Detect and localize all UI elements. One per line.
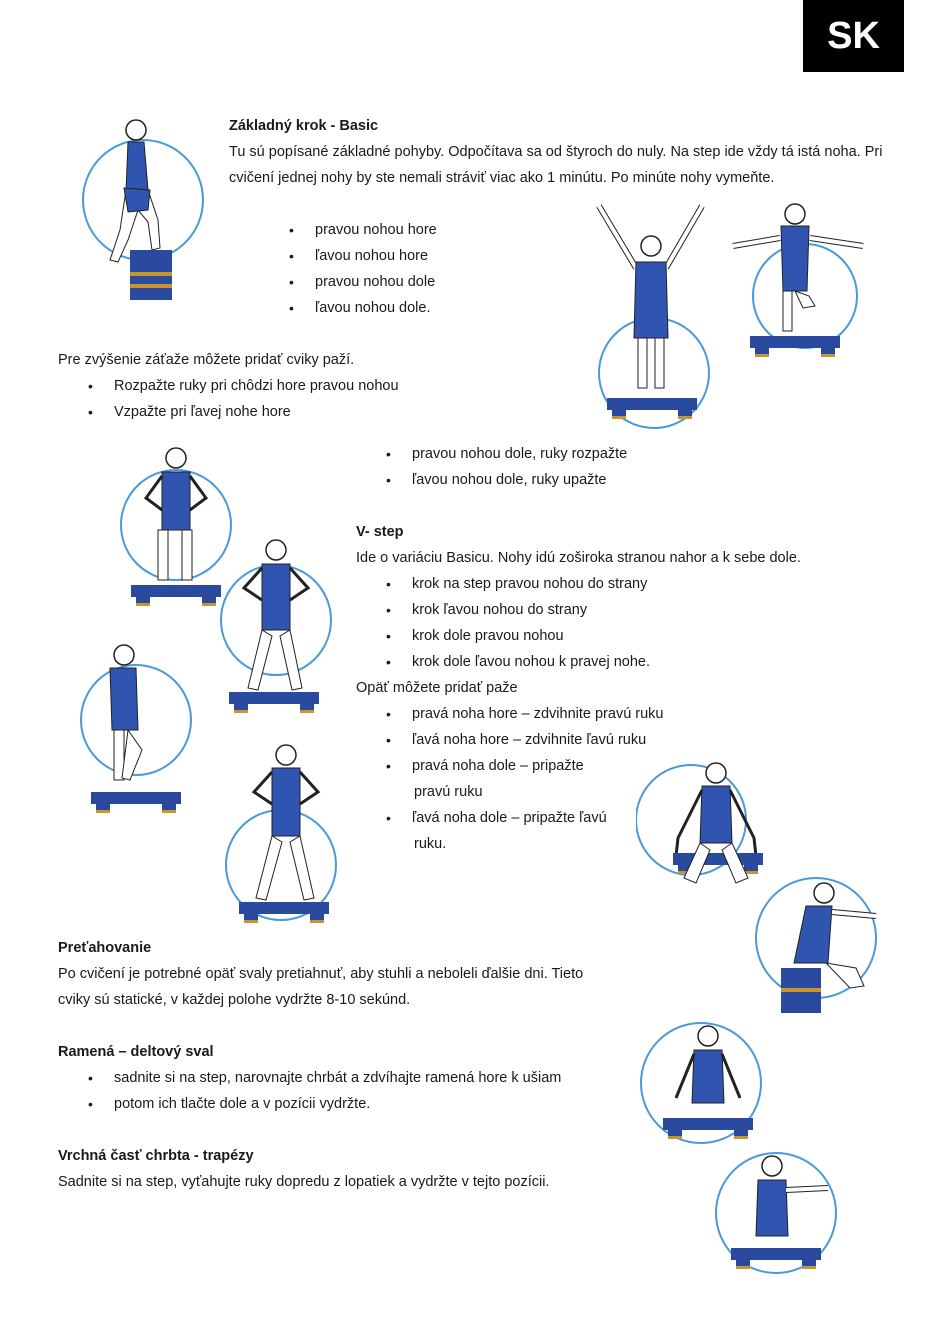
basic-step-illustration (82, 119, 204, 300)
vstep-arms-item: ľavá noha hore – zdvihnite ľavú ruku (386, 731, 646, 749)
basic-paragraph-line: cvičení jednej nohy by ste nemali strávi… (229, 170, 775, 186)
shoulders-list-item: sadnite si na step, narovnajte chrbát a … (88, 1069, 561, 1087)
v-step-illustration (80, 447, 337, 923)
vstep-arms-intro: Opäť môžete pridať paže (356, 680, 518, 696)
stretch-paragraph-line: cviky sú statické, v každej polohe vydrž… (58, 992, 411, 1008)
language-badge: SK (803, 0, 904, 72)
vstep-list-item: krok na step pravou nohou do strany (386, 575, 647, 593)
vstep-arms-item-cont: ruku. (414, 836, 447, 852)
stretch-paragraph-line: Po cvičení je potrebné opäť svaly pretia… (58, 966, 584, 982)
arms-list-item: pravou nohou dole, ruky rozpažte (386, 445, 627, 463)
arms-list-item: ľavou nohou dole, ruky upažte (386, 471, 607, 489)
arms-intro: Pre zvýšenie záťaže môžete pridať cviky … (58, 352, 355, 368)
stretch-title: Preťahovanie (58, 940, 152, 956)
arms-up-illustration (596, 204, 710, 429)
vstep-arms-item-cont: pravú ruku (414, 784, 483, 800)
vstep-intro: Ide o variáciu Basicu. Nohy idú zoširoka… (356, 550, 801, 566)
vstep-arms-item: ľavá noha dole – pripažte ľavú (386, 809, 607, 827)
basic-list-item: pravou nohou dole (289, 273, 435, 291)
basic-title: Základný krok - Basic (229, 118, 379, 134)
shoulders-list-item: potom ich tlačte dole a v pozícii vydržt… (88, 1095, 370, 1113)
shoulders-title: Ramená – deltový sval (58, 1044, 214, 1060)
vstep-title: V- step (356, 524, 404, 540)
arms-side-illustration (732, 203, 864, 357)
arms-list-item: Vzpažte pri ľavej nohe hore (88, 403, 291, 421)
basic-list-item: ľavou nohou dole. (289, 299, 430, 317)
basic-list-item: pravou nohou hore (289, 221, 437, 239)
vstep-list-item: krok dole pravou nohou (386, 627, 563, 645)
arms-list-item: Rozpažte ruky pri chôdzi hore pravou noh… (88, 377, 398, 395)
basic-paragraph-line: Tu sú popísané základné pohyby. Odpočíta… (229, 144, 883, 160)
basic-list-item: ľavou nohou hore (289, 247, 428, 265)
upper-back-paragraph: Sadnite si na step, vyťahujte ruky dopre… (58, 1174, 550, 1190)
vstep-list-item: krok dole ľavou nohou k pravej nohe. (386, 653, 650, 671)
upper-back-title: Vrchná časť chrbta - trapézy (58, 1148, 254, 1164)
vstep-arms-item: pravá noha hore – zdvihnite pravú ruku (386, 705, 663, 723)
vstep-list-item: krok ľavou nohou do strany (386, 601, 587, 619)
vstep-arms-item: pravá noha dole – pripažte (386, 757, 584, 775)
stretch-illustration (636, 762, 877, 1274)
